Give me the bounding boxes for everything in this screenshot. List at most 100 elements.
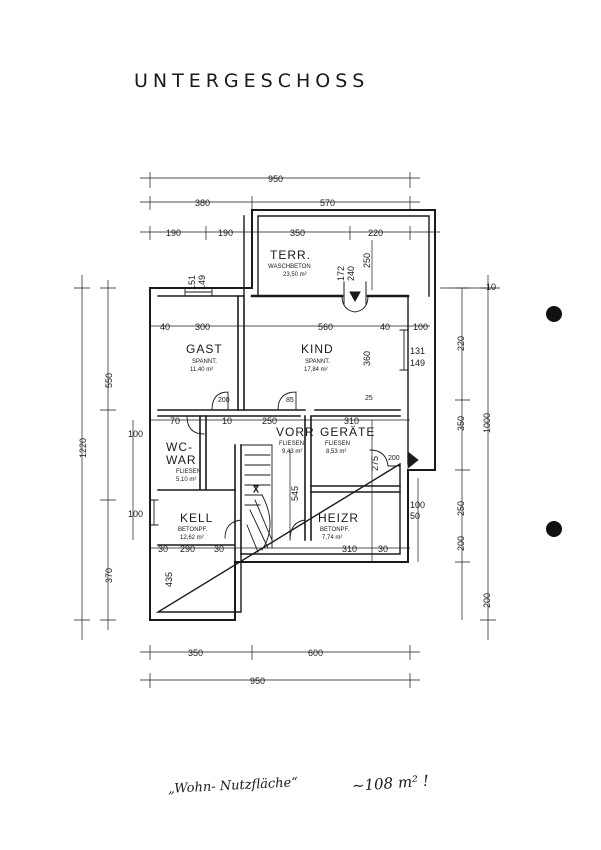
dimline-right-1 bbox=[480, 275, 496, 640]
dimline-bottom-1 bbox=[140, 645, 420, 660]
dim-bottom-left: 350 bbox=[188, 648, 203, 658]
dim-kell-h: 435 bbox=[164, 572, 174, 587]
room-wc-name: WC- bbox=[166, 440, 193, 454]
wall-vorr-geraete bbox=[304, 415, 312, 541]
dim-kell-w: 290 bbox=[180, 544, 195, 554]
room-kell-name: KELL bbox=[180, 511, 213, 525]
dim-mid-70: 70 bbox=[170, 416, 180, 426]
room-gast-area: 11,40 m² bbox=[190, 367, 213, 373]
dim-left-100a: 100 bbox=[128, 429, 143, 439]
dim-right-lower: 250 bbox=[456, 501, 466, 516]
dim-col-30c: 30 bbox=[378, 544, 388, 554]
room-terr-name: TERR. bbox=[270, 248, 311, 262]
dim-door-b: 200 bbox=[218, 397, 230, 404]
room-wc-name2: WAR bbox=[166, 453, 197, 467]
dim-left-lower: 370 bbox=[104, 568, 114, 583]
dimline-left-2 bbox=[100, 280, 116, 630]
dim-win2: 131 bbox=[410, 346, 425, 356]
dim-col-30b: 30 bbox=[214, 544, 224, 554]
dimline-bottom-2 bbox=[140, 673, 420, 688]
dimline-top-3 bbox=[140, 226, 440, 240]
room-terr-area: 23,50 m² bbox=[283, 272, 307, 278]
dim-top-left: 380 bbox=[195, 198, 210, 208]
dim-right-10: 10 bbox=[486, 282, 496, 292]
room-gast-floor: SPANNT. bbox=[192, 359, 217, 365]
window-kind bbox=[399, 329, 409, 371]
dimline-top-2 bbox=[140, 196, 420, 210]
dim-mid-10: 10 bbox=[222, 416, 232, 426]
dim-right-bottom2: 200 bbox=[456, 536, 466, 551]
dimline-vert-mid bbox=[289, 240, 373, 562]
dim-row3-1: 190 bbox=[166, 228, 181, 238]
dim-row3-4: 220 bbox=[368, 228, 383, 238]
dimline-top-total bbox=[140, 172, 420, 188]
door-terr bbox=[341, 295, 369, 313]
dim-top-total: 950 bbox=[268, 174, 283, 184]
dim-win: 149 bbox=[410, 358, 425, 368]
window-gast bbox=[184, 287, 213, 297]
dim-col-25: 25 bbox=[365, 395, 373, 402]
room-heizr-area: 7,74 m² bbox=[322, 535, 342, 541]
wall-heizr bbox=[310, 485, 401, 493]
dim-right-total: 1000 bbox=[482, 413, 492, 433]
room-wc-floor: FLIESEN bbox=[176, 469, 201, 475]
wall-gast-kind bbox=[237, 295, 245, 411]
dim-heizr-w: 310 bbox=[342, 544, 357, 554]
room-geraete-floor: FLIESEN bbox=[325, 441, 350, 447]
door-kell bbox=[224, 519, 242, 539]
door-wc bbox=[186, 415, 205, 435]
door-geraete bbox=[369, 449, 401, 467]
dim-bottom-total: 950 bbox=[250, 676, 265, 686]
room-geraete-area: 8,53 m² bbox=[326, 449, 346, 455]
dim-right-100b: 100 bbox=[410, 500, 425, 510]
room-kind-area: 17,84 m² bbox=[304, 367, 328, 373]
door-kind bbox=[277, 391, 297, 411]
room-kell-floor: BETONPF. bbox=[178, 527, 208, 533]
dim-door-w: 240 bbox=[346, 266, 356, 281]
dim-door-a: 85 bbox=[286, 397, 294, 404]
dim-left-100b: 100 bbox=[128, 509, 143, 519]
dim-gast-w: 300 bbox=[195, 322, 210, 332]
room-gast-name: GAST bbox=[186, 342, 223, 356]
punch-hole-bottom bbox=[546, 521, 562, 537]
dim-terr-h: 250 bbox=[362, 253, 372, 268]
dim-gast-top2: 151 bbox=[187, 275, 197, 290]
dim-bottom-right: 600 bbox=[308, 648, 323, 658]
dim-right-bottom: 200 bbox=[482, 593, 492, 608]
dim-col-30a: 30 bbox=[158, 544, 168, 554]
room-heizr-floor: BETONPF. bbox=[320, 527, 350, 533]
room-wc-area: 5,10 m² bbox=[176, 477, 196, 483]
plan-title: UNTERGESCHOSS bbox=[134, 70, 370, 92]
room-geraete-name: GERÄTE bbox=[320, 425, 375, 439]
room-heizr-name: HEIZR bbox=[318, 511, 359, 525]
punch-hole-top bbox=[546, 306, 562, 322]
dim-vorr-h: 545 bbox=[290, 486, 300, 501]
dimline-left-1 bbox=[74, 275, 90, 640]
dim-door-c: 200 bbox=[388, 455, 400, 462]
dim-mid-310: 310 bbox=[344, 416, 359, 426]
door-gast bbox=[211, 391, 229, 411]
room-kind-floor: SPANNT. bbox=[305, 359, 330, 365]
dim-right-50: 50 bbox=[410, 511, 420, 521]
dim-col-40b: 40 bbox=[380, 322, 390, 332]
dim-right-mid: 350 bbox=[456, 416, 466, 431]
dim-kind-h: 360 bbox=[362, 351, 372, 366]
dim-row3-3: 350 bbox=[290, 228, 305, 238]
wall-wc bbox=[157, 415, 236, 491]
wall-kell bbox=[157, 444, 242, 613]
dim-gast-top: 149 bbox=[197, 275, 207, 290]
entrance-arrow bbox=[407, 451, 419, 469]
staircase bbox=[240, 444, 273, 553]
dim-row3-2: 190 bbox=[218, 228, 233, 238]
terr-arrow bbox=[349, 291, 361, 303]
dim-left-total: 1220 bbox=[78, 438, 88, 458]
dim-left-upper: 550 bbox=[104, 373, 114, 388]
dim-right-top: 220 bbox=[456, 336, 466, 351]
dim-col-40a: 40 bbox=[160, 322, 170, 332]
dim-geraete-h: 275 bbox=[370, 456, 380, 471]
room-terr-floor: WASCHBETON bbox=[268, 264, 311, 270]
dim-kind-w: 560 bbox=[318, 322, 333, 332]
room-kell-area: 12,62 m² bbox=[180, 535, 204, 541]
window-kell bbox=[149, 499, 159, 526]
